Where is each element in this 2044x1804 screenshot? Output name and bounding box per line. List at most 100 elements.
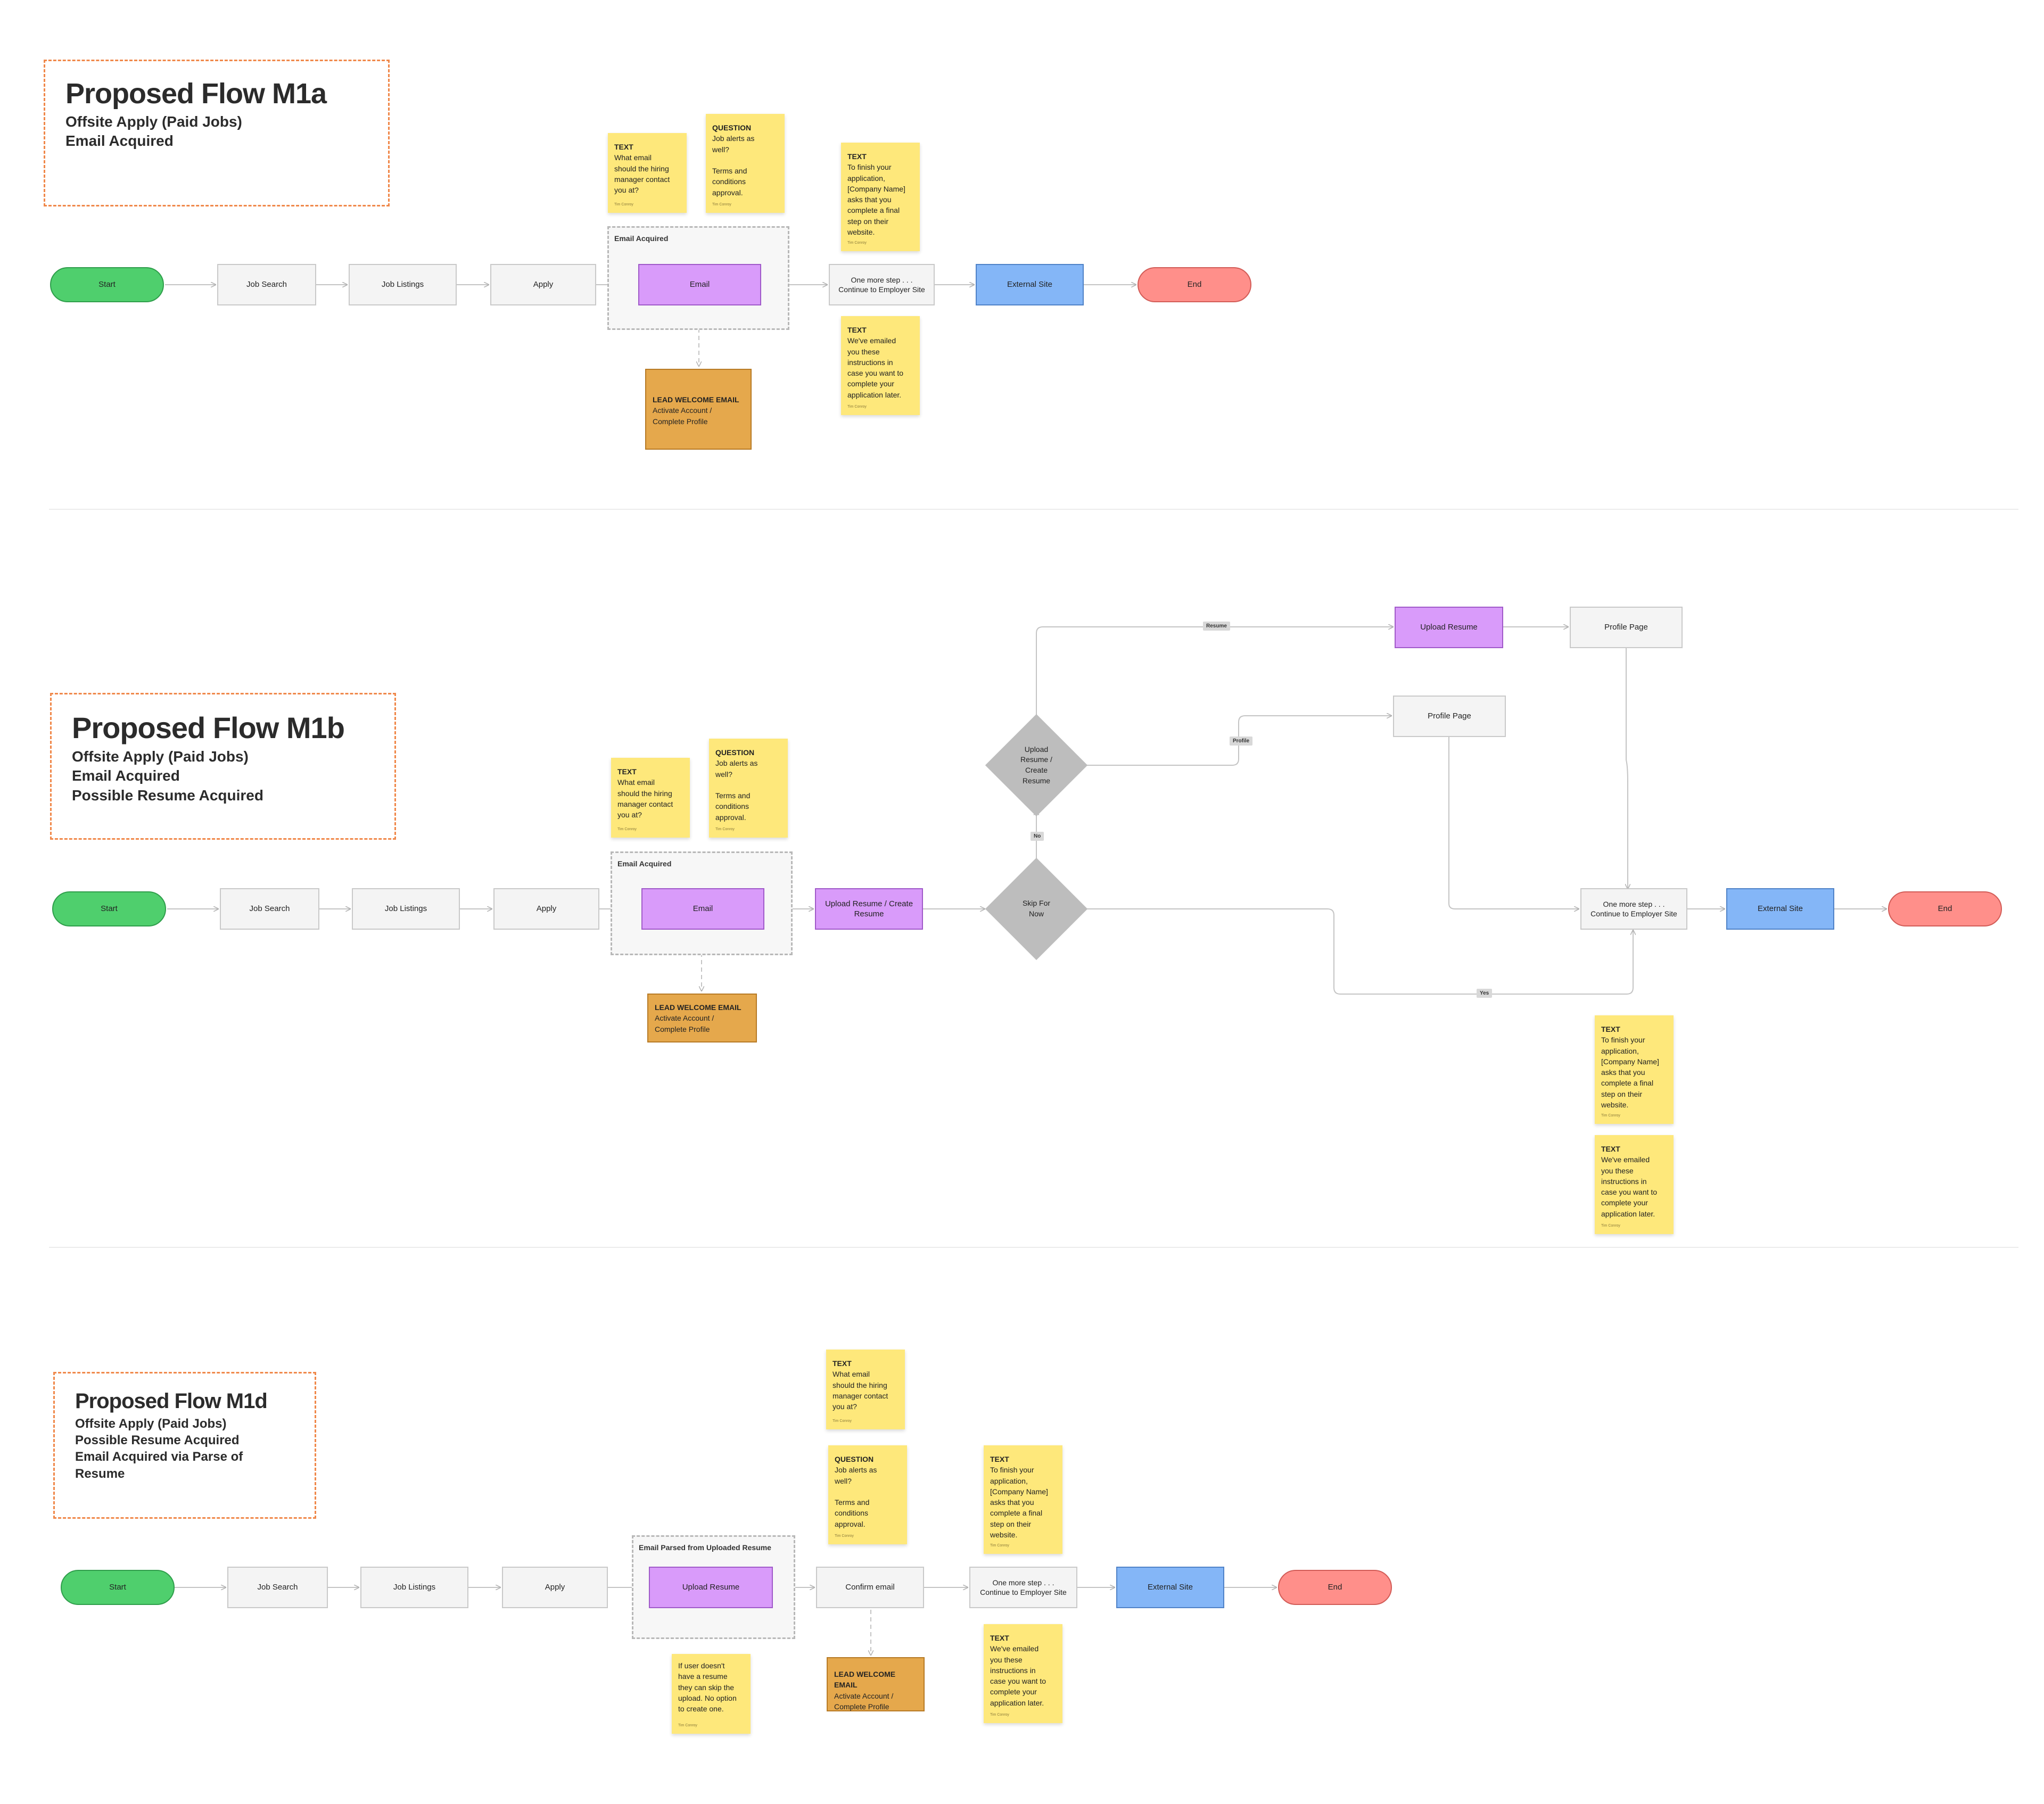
note-kind: TEXT [847, 152, 867, 161]
subtitle: Possible Resume Acquired [72, 787, 263, 804]
profile-page-node-top[interactable]: Profile Page [1570, 607, 1683, 648]
sticky-note-emailed-instructions[interactable]: TEXT We've emailed you these instruction… [841, 316, 920, 415]
note-body: To finish your application, [Company Nam… [990, 1466, 1048, 1540]
page-title: Proposed Flow M1d [75, 1389, 268, 1413]
job-search-node[interactable]: Job Search [227, 1567, 328, 1608]
sticky-note-job-alerts[interactable]: QUESTION Job alerts as well? Terms and c… [828, 1445, 907, 1544]
note-author: Tim Conroy [712, 202, 731, 206]
job-search-node[interactable]: Job Search [220, 888, 319, 930]
lead-kind: LEAD WELCOME EMAIL [655, 1003, 741, 1012]
note-author: Tim Conroy [1601, 1223, 1620, 1228]
note-kind: QUESTION [712, 123, 752, 132]
start-node[interactable]: Start [50, 267, 164, 302]
skip-for-now-decision[interactable]: Skip For Now [985, 857, 1088, 961]
one-more-step-node[interactable]: One more step . . . Continue to Employer… [829, 264, 935, 305]
note-author: Tim Conroy [847, 241, 867, 245]
note-kind: TEXT [990, 1634, 1009, 1642]
note-kind: TEXT [614, 143, 633, 151]
external-site-node[interactable]: External Site [976, 264, 1084, 305]
note-author: Tim Conroy [847, 404, 867, 409]
end-node[interactable]: End [1138, 267, 1251, 302]
end-node[interactable]: End [1888, 891, 2002, 926]
sticky-note-job-alerts[interactable]: QUESTION Job alerts as well? Terms and c… [709, 739, 788, 838]
lead-body: Activate Account / Complete Profile [653, 406, 712, 426]
sticky-note-finish-application[interactable]: TEXT To finish your application, [Compan… [841, 143, 920, 251]
arrow-m1b-profile-mid-down [1448, 737, 1579, 909]
lead-body: Activate Account / Complete Profile [655, 1014, 714, 1033]
note-body: What email should the hiring manager con… [614, 153, 670, 195]
group-label: Email Acquired [617, 859, 672, 868]
one-more-step-node[interactable]: One more step . . . Continue to Employer… [969, 1567, 1077, 1608]
note-body: What email should the hiring manager con… [617, 778, 673, 820]
group-label: Email Acquired [614, 234, 669, 243]
subtitle: Email Acquired [65, 133, 174, 150]
title-box-m1a: Proposed Flow M1a Offsite Apply (Paid Jo… [44, 60, 390, 206]
start-node[interactable]: Start [61, 1570, 175, 1605]
profile-page-node-mid[interactable]: Profile Page [1393, 696, 1506, 737]
note-kind: QUESTION [715, 748, 755, 757]
apply-node[interactable]: Apply [493, 888, 599, 930]
sticky-note-emailed-instructions[interactable]: TEXT We've emailed you these instruction… [1595, 1135, 1674, 1234]
note-body: What email should the hiring manager con… [833, 1370, 888, 1411]
note-body: Job alerts as well? Terms and conditions… [712, 134, 755, 197]
apply-node[interactable]: Apply [502, 1567, 608, 1608]
note-author: Tim Conroy [1601, 1113, 1620, 1118]
decision-label: Upload Resume / Create Resume [1020, 744, 1052, 785]
sticky-note-finish-application[interactable]: TEXT To finish your application, [Compan… [1595, 1015, 1674, 1124]
end-node[interactable]: End [1278, 1570, 1392, 1605]
subtitle: Offsite Apply (Paid Jobs) [65, 113, 242, 130]
lead-welcome-email-card[interactable]: LEAD WELCOME EMAIL Activate Account / Co… [827, 1657, 925, 1711]
apply-node[interactable]: Apply [490, 264, 596, 305]
note-kind: TEXT [1601, 1025, 1620, 1033]
lead-welcome-email-card[interactable]: LEAD WELCOME EMAIL Activate Account / Co… [647, 994, 757, 1042]
confirm-email-node[interactable]: Confirm email [816, 1567, 924, 1608]
upload-create-resume-node[interactable]: Upload Resume / Create Resume [815, 888, 923, 930]
note-body: We've emailed you these instructions in … [990, 1644, 1046, 1707]
upload-resume-node[interactable]: Upload Resume [1395, 607, 1503, 648]
external-site-node[interactable]: External Site [1726, 888, 1834, 930]
note-author: Tim Conroy [617, 827, 637, 831]
email-node[interactable]: Email [638, 264, 761, 305]
note-author: Tim Conroy [835, 1534, 854, 1538]
arrow-m1b-yes [1087, 908, 1633, 995]
subtitle: Offsite Apply (Paid Jobs) [72, 748, 249, 765]
external-site-node[interactable]: External Site [1116, 1567, 1224, 1608]
note-kind: TEXT [990, 1455, 1009, 1463]
sticky-note-email-question[interactable]: TEXT What email should the hiring manage… [611, 758, 690, 838]
note-body: Job alerts as well? Terms and conditions… [715, 759, 758, 822]
note-author: Tim Conroy [715, 827, 735, 831]
arrow-m1b-profile-top-down [1626, 647, 1628, 889]
sticky-note-email-question[interactable]: TEXT What email should the hiring manage… [608, 133, 687, 213]
sticky-note-finish-application[interactable]: TEXT To finish your application, [Compan… [984, 1445, 1062, 1554]
job-listings-node[interactable]: Job Listings [360, 1567, 468, 1608]
job-search-node[interactable]: Job Search [217, 264, 316, 305]
note-body: To finish your application, [Company Nam… [1601, 1036, 1659, 1110]
upload-resume-decision[interactable]: Upload Resume / Create Resume [985, 714, 1088, 817]
note-body: Job alerts as well? Terms and conditions… [835, 1466, 877, 1528]
upload-resume-node[interactable]: Upload Resume [649, 1567, 773, 1608]
note-kind: TEXT [847, 326, 867, 334]
decision-label: Skip For Now [1022, 899, 1051, 918]
sticky-note-email-question[interactable]: TEXT What email should the hiring manage… [826, 1350, 905, 1429]
note-kind: QUESTION [835, 1455, 874, 1463]
job-listings-node[interactable]: Job Listings [352, 888, 460, 930]
subtitle: Email Acquired [72, 767, 180, 784]
sticky-note-emailed-instructions[interactable]: TEXT We've emailed you these instruction… [984, 1624, 1062, 1723]
note-kind: TEXT [1601, 1145, 1620, 1153]
job-listings-node[interactable]: Job Listings [349, 264, 457, 305]
lead-kind: LEAD WELCOME EMAIL [834, 1670, 896, 1690]
sticky-note-job-alerts[interactable]: QUESTION Job alerts as well? Terms and c… [706, 114, 785, 213]
start-node[interactable]: Start [52, 891, 166, 926]
note-author: Tim Conroy [990, 1543, 1009, 1548]
lead-welcome-email-card[interactable]: LEAD WELCOME EMAIL Activate Account / Co… [645, 369, 752, 450]
page-title: Proposed Flow M1a [65, 78, 327, 110]
one-more-step-node[interactable]: One more step . . . Continue to Employer… [1580, 888, 1687, 930]
lead-body: Activate Account / Complete Profile [834, 1691, 894, 1711]
email-node[interactable]: Email [641, 888, 764, 930]
sticky-note-skip-upload[interactable]: If user doesn't have a resume they can s… [672, 1654, 751, 1734]
arrow-m1b-resume [1036, 627, 1393, 724]
note-kind: TEXT [833, 1359, 852, 1368]
note-author: Tim Conroy [678, 1723, 697, 1727]
edge-label-resume: Resume [1203, 622, 1230, 631]
title-box-m1d: Proposed Flow M1d Offsite Apply (Paid Jo… [53, 1372, 316, 1519]
